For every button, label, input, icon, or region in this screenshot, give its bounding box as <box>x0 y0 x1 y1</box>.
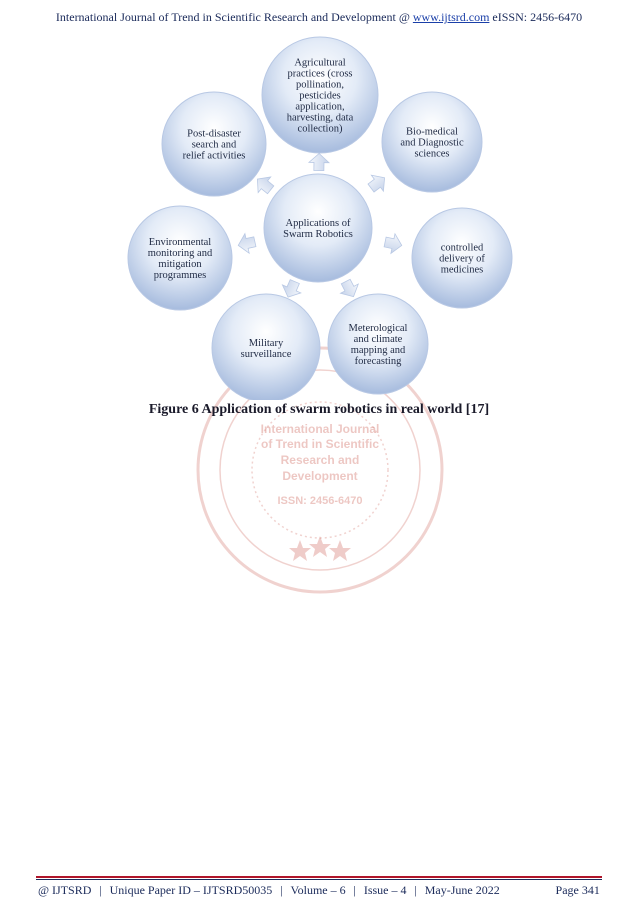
node-text-line: Environmental <box>149 237 211 248</box>
node-text-line: collection) <box>298 124 343 135</box>
page-footer: @ IJTSRD | Unique Paper ID – IJTSRD50035… <box>38 883 600 897</box>
footer-divider-thin <box>36 879 602 880</box>
diagram-arrow <box>257 176 275 195</box>
watermark-star <box>289 540 311 561</box>
node-text-line: Bio-medical <box>406 127 458 138</box>
node-text-line: Applications of <box>285 218 351 229</box>
diagram-arrow <box>281 279 302 298</box>
diagram-arrow <box>307 152 331 171</box>
node-text-line: programmes <box>154 270 207 281</box>
diagram-arrows <box>237 152 403 298</box>
node-text-line: application, <box>295 102 344 113</box>
journal-website-link[interactable]: www.ijtsrd.com <box>412 10 490 24</box>
node-text-line: controlled <box>441 243 484 254</box>
footer-issue: Issue – 4 <box>363 883 407 897</box>
footer-date: May-June 2022 <box>424 883 500 897</box>
node-text-line: forecasting <box>355 356 402 367</box>
watermark-line: ISSN: 2456-6470 <box>278 495 363 507</box>
footer-volume: Volume – 6 <box>290 883 346 897</box>
watermark-line: of Trend in Scientific <box>261 437 379 451</box>
watermark-line: Research and <box>281 453 360 467</box>
node-text-line: harvesting, data <box>287 113 354 124</box>
footer-journal: @ IJTSRD <box>38 883 92 897</box>
node-text-line: pollination, <box>296 80 344 91</box>
node-text-line: and Diagnostic <box>400 138 464 149</box>
node-text-line: relief activities <box>183 151 246 162</box>
footer-page-number: Page 341 <box>555 883 600 897</box>
diagram-arrow <box>339 278 360 298</box>
node-text-line: mapping and <box>351 345 406 356</box>
node-text-line: pesticides <box>299 91 340 102</box>
journal-issn: eISSN: 2456-6470 <box>489 10 583 24</box>
node-text-line: practices (cross <box>287 69 352 80</box>
node-text-line: Post-disaster <box>187 129 241 140</box>
node-text-line: mitigation <box>158 259 202 270</box>
diagram-arrow <box>367 174 386 193</box>
running-header: International Journal of Trend in Scient… <box>0 10 638 25</box>
node-text-line: medicines <box>441 265 484 276</box>
node-text-line: Swarm Robotics <box>283 229 353 240</box>
node-text-line: search and <box>192 140 237 151</box>
watermark-star <box>329 540 351 561</box>
node-text-line: and climate <box>354 334 403 345</box>
node-text-line: delivery of <box>439 254 485 265</box>
node-text-line: monitoring and <box>148 248 213 259</box>
watermark-line: International Journal <box>261 422 380 436</box>
diagram-arrow <box>237 232 257 255</box>
node-text-line: Agricultural <box>294 58 345 69</box>
journal-title: International Journal of Trend in Scient… <box>55 10 413 24</box>
watermark-star <box>309 536 331 557</box>
diagram-arrow <box>383 232 403 255</box>
footer-divider <box>36 876 602 878</box>
figure-caption: Figure 6 Application of swarm robotics i… <box>148 402 490 417</box>
node-text-line: sciences <box>415 149 450 160</box>
watermark-line: Development <box>282 469 357 483</box>
footer-paper-id: Unique Paper ID – IJTSRD50035 <box>109 883 273 897</box>
node-text-line: surveillance <box>241 349 292 360</box>
node-text-line: Meterological <box>349 323 408 334</box>
node-text-line: Military <box>249 338 284 349</box>
